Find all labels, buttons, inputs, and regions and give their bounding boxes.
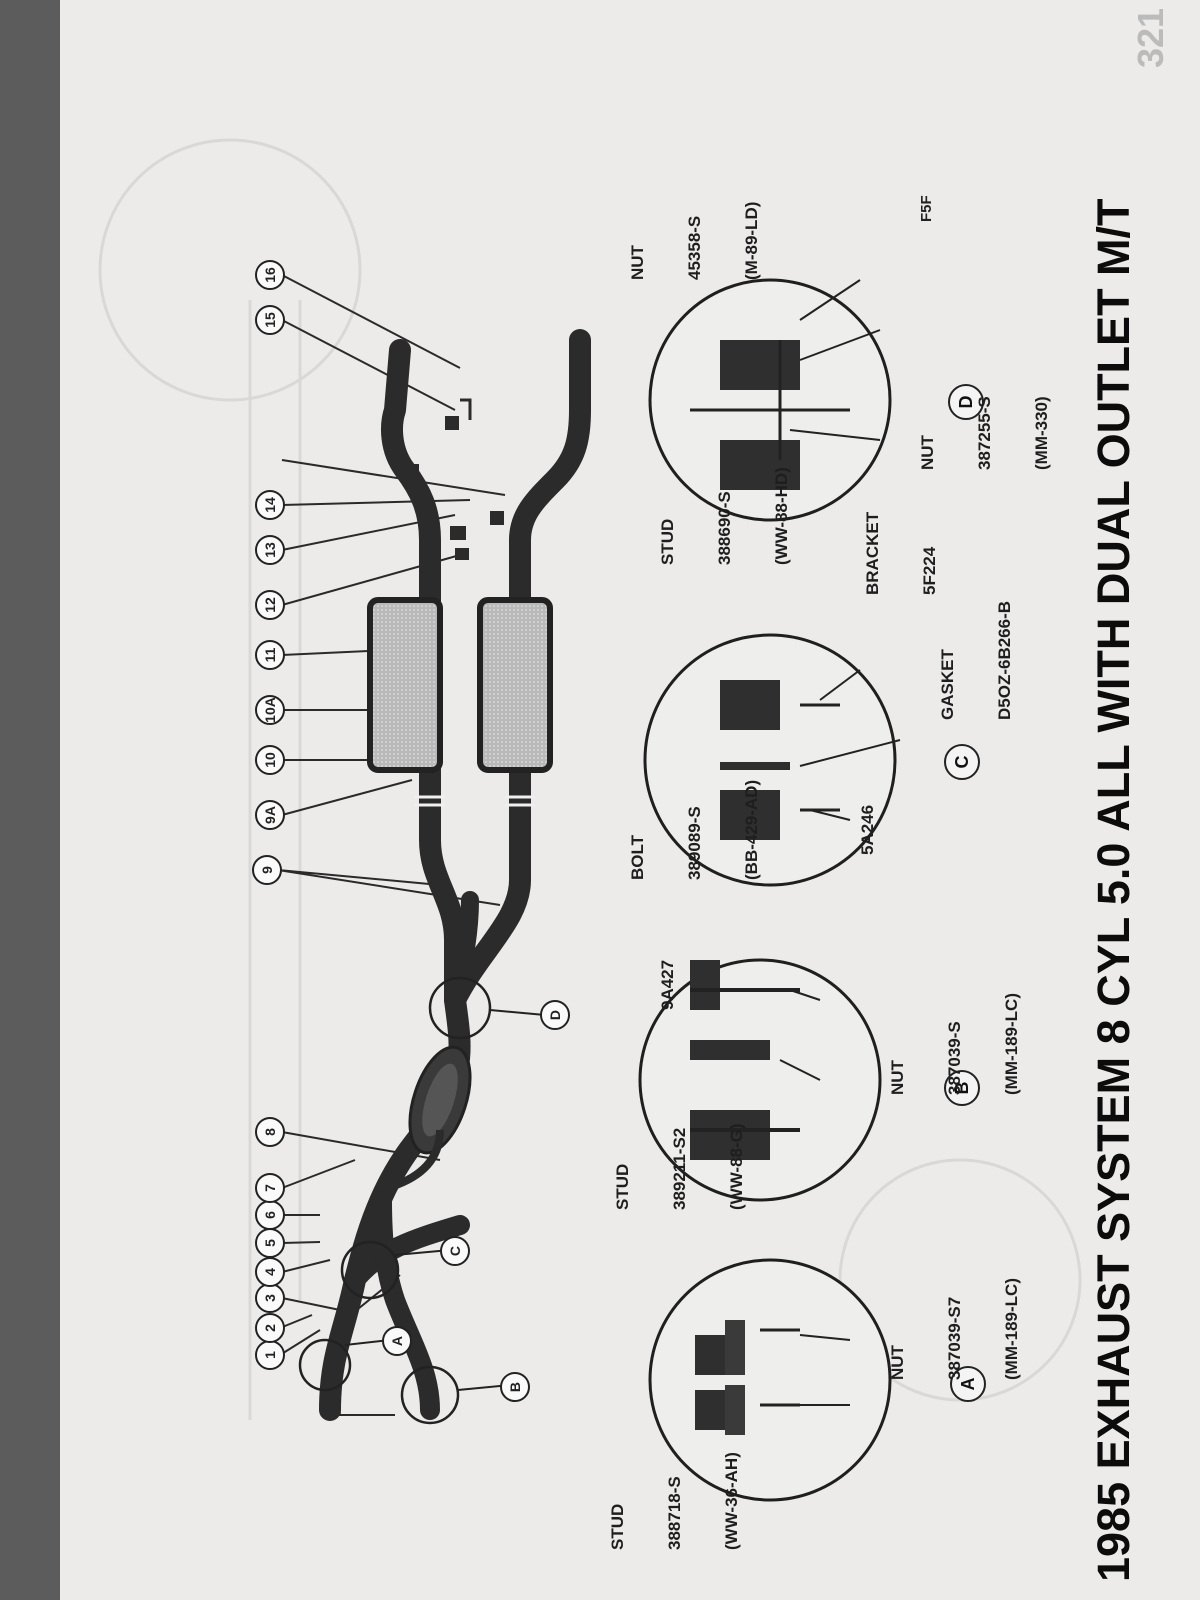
part-number: 5A246 — [858, 804, 877, 855]
part-name: STUD — [658, 518, 677, 565]
part-spec: (MM-189-LC) — [1002, 993, 1021, 1095]
label-a-nut: NUT 387039-S7 (MM-189-LC) — [850, 1278, 1059, 1380]
part-number: 387039-S — [945, 1021, 964, 1095]
part-number: 388718-S — [665, 1476, 684, 1550]
label-d-nut-upper: NUT 45358-S (M-89-LD) — [590, 202, 799, 280]
part-number: 388690-S — [715, 491, 734, 565]
part-number: 387255-S — [975, 396, 994, 470]
locator-marker-c: C — [440, 1236, 470, 1266]
part-spec: (WW-88-HD) — [772, 467, 791, 565]
part-spec: (WW-36-AH) — [722, 1452, 741, 1550]
callout-6: 6 — [255, 1200, 285, 1230]
callout-5: 5 — [255, 1228, 285, 1258]
callout-13: 13 — [255, 535, 285, 565]
catalytic-converter — [408, 1045, 472, 1155]
callout-4: 4 — [255, 1257, 285, 1287]
locator-marker-d: D — [540, 1000, 570, 1030]
hangers — [379, 398, 504, 1194]
part-name: BRACKET — [863, 511, 882, 595]
part-number: D5OZ-6B266-B — [995, 600, 1014, 720]
part-name: GASKET — [938, 649, 957, 720]
label-c-bracket: BRACKET 5F224 — [825, 512, 977, 595]
diagram-title: 1985 EXHAUST SYSTEM 8 CYL 5.0 ALL WITH D… — [1088, 198, 1139, 1582]
callout-16: 16 — [255, 260, 285, 290]
figure-code: F5F — [918, 195, 935, 222]
part-spec: (BB-429-AD) — [742, 779, 761, 880]
callout-7: 7 — [255, 1173, 285, 1203]
callout-10: 10 — [255, 745, 285, 775]
callout-15: 15 — [255, 305, 285, 335]
paper-sheet — [60, 0, 1200, 1600]
label-d-nut-lower: NUT 387255-S (MM-330) — [880, 396, 1089, 470]
part-name: NUT — [628, 245, 647, 280]
detail-view-d — [648, 278, 892, 522]
label-a-stud: STUD 388718-S (WW-36-AH) — [570, 1452, 779, 1550]
callout-11: 11 — [255, 640, 285, 670]
part-name: NUT — [918, 435, 937, 470]
label-c-gasket: GASKET D5OZ-6B266-B — [900, 601, 1052, 720]
locator-marker-b: B — [500, 1372, 530, 1402]
detail-locator-circles — [298, 976, 492, 1425]
part-name: NUT — [888, 1060, 907, 1095]
label-b-stud: STUD 389211-S2 (WW-88-G) — [575, 1123, 784, 1210]
mufflers — [367, 597, 553, 773]
part-name: BOLT — [628, 834, 647, 880]
callout-3: 3 — [255, 1283, 285, 1313]
callout-9: 9 — [252, 855, 282, 885]
part-spec: (MM-189-LC) — [1002, 1278, 1021, 1380]
label-b-nut: NUT 387039-S (MM-189-LC) — [850, 993, 1059, 1095]
label-b-9a427: 9A427 — [620, 960, 715, 1010]
detail-letter-c: C — [944, 744, 980, 780]
callout-10a: 10A — [255, 695, 285, 725]
label-c-stud: STUD 388690-S (WW-88-HD) — [620, 467, 829, 565]
part-number: 387039-S7 — [945, 1296, 964, 1380]
callout-9a: 9A — [255, 800, 285, 830]
part-number: 389211-S2 — [670, 1127, 689, 1210]
part-name: STUD — [608, 1503, 627, 1550]
detail-view-c — [643, 633, 901, 887]
label-c-bolt: BOLT 389089-S (BB-429-AD) — [590, 780, 799, 880]
part-name: NUT — [888, 1345, 907, 1380]
part-number: 5F224 — [920, 546, 939, 595]
part-spec: (WW-88-G) — [727, 1123, 746, 1210]
detail-view-b — [638, 958, 882, 1202]
part-number: 389089-S — [685, 806, 704, 880]
part-spec: (MM-330) — [1032, 396, 1051, 470]
label-c-5a246: 5A246 — [820, 805, 915, 855]
part-name: STUD — [613, 1163, 632, 1210]
part-spec: (M-89-LD) — [742, 201, 761, 280]
callout-8: 8 — [255, 1117, 285, 1147]
callout-1: 1 — [255, 1340, 285, 1370]
page-number: 321 — [1130, 7, 1171, 68]
callout-14: 14 — [255, 490, 285, 520]
detail-view-a — [648, 1258, 892, 1502]
locator-marker-a: A — [382, 1326, 412, 1356]
pipe-clamps — [415, 795, 535, 807]
callout-2: 2 — [255, 1313, 285, 1343]
part-number: 45358-S — [685, 215, 704, 280]
part-number: 9A427 — [658, 959, 677, 1010]
callout-12: 12 — [255, 590, 285, 620]
